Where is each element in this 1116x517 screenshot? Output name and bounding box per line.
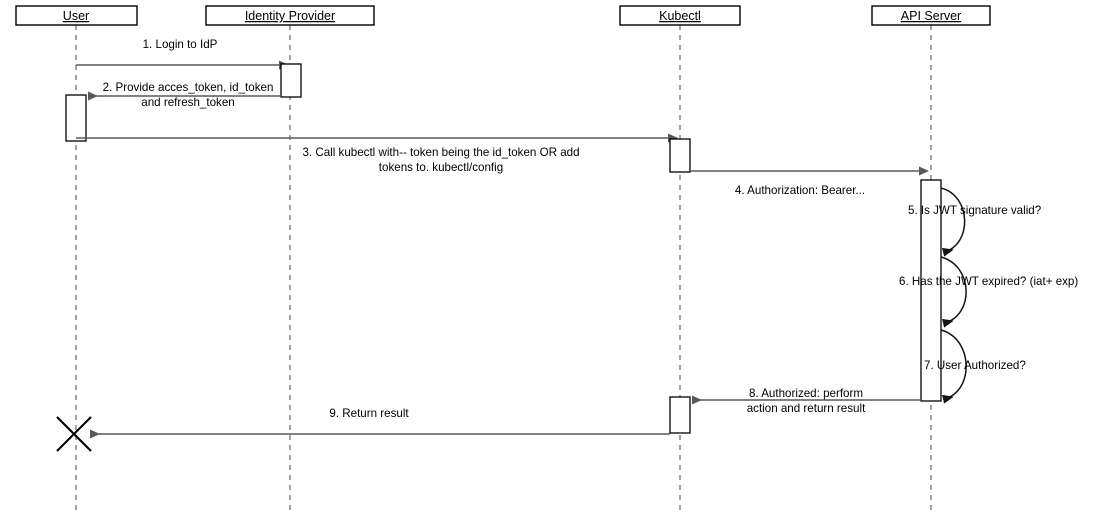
- lifeline-identity-provider[interactable]: Identity Provider: [205, 5, 375, 512]
- message-7-arc: [940, 329, 967, 404]
- message-4-authorization-bearer[interactable]: 4. Authorization: Bearer...: [690, 166, 929, 197]
- lifeline-box-api-server[interactable]: [871, 5, 991, 26]
- activation-bar-identity-provider[interactable]: [280, 63, 302, 98]
- activation-bar-api-server[interactable]: [920, 179, 942, 402]
- lifeline-label-user: User: [63, 9, 89, 23]
- message-2-label-line-2: and refresh_token: [141, 96, 234, 109]
- terminator-x-user: [56, 416, 92, 452]
- message-1-login-to-idp[interactable]: 1. Login to IdP: [76, 38, 289, 70]
- lifeline-label-kubectl: Kubectl: [659, 9, 701, 23]
- message-3-call-kubectl[interactable]: 3. Call kubectl with-- token being the i…: [76, 133, 678, 174]
- activation-bar-user[interactable]: [65, 94, 87, 142]
- message-6-arc: [940, 256, 967, 328]
- message-8-label-line-2: action and return result: [747, 402, 866, 415]
- lifeline-box-kubectl[interactable]: [619, 5, 741, 26]
- lifeline-kubectl[interactable]: Kubectl: [619, 5, 741, 512]
- lifeline-box-user[interactable]: [15, 5, 138, 26]
- lifeline-label-api-server: API Server: [901, 9, 961, 23]
- message-6-has-jwt-expired[interactable]: 6. Has the JWT expired? (iat+ exp): [899, 256, 1078, 328]
- message-7-label: 7. User Authorized?: [924, 359, 1026, 372]
- message-8-authorized-perform-action[interactable]: 8. Authorized: perform action and return…: [692, 387, 921, 415]
- activation-bar-kubectl-second[interactable]: [669, 396, 691, 434]
- message-2-label-line-1: 2. Provide acces_token, id_token: [103, 81, 274, 94]
- message-3-label-line-1: 3. Call kubectl with-- token being the i…: [302, 146, 579, 159]
- message-5-is-jwt-signature-valid[interactable]: 5. Is JWT signature valid?: [908, 187, 1042, 257]
- message-1-label: 1. Login to IdP: [143, 38, 218, 51]
- lifeline-box-identity-provider[interactable]: [205, 5, 375, 26]
- lifeline-label-identity-provider: Identity Provider: [245, 9, 335, 23]
- message-7-user-authorized[interactable]: 7. User Authorized?: [924, 329, 1026, 404]
- message-5-arc: [940, 187, 966, 257]
- activation-bar-kubectl-first[interactable]: [669, 138, 691, 173]
- message-9-return-result[interactable]: 9. Return result: [90, 407, 670, 439]
- message-2-provide-tokens[interactable]: 2. Provide acces_token, id_token and ref…: [88, 81, 281, 109]
- message-3-label-line-2: tokens to. kubectl/config: [379, 161, 503, 174]
- message-9-label: 9. Return result: [329, 407, 409, 420]
- message-8-label-line-1: 8. Authorized: perform: [749, 387, 863, 400]
- terminator-x-stroke-2: [56, 416, 92, 452]
- message-4-label: 4. Authorization: Bearer...: [735, 184, 865, 197]
- message-5-label: 5. Is JWT signature valid?: [908, 204, 1042, 217]
- message-6-label: 6. Has the JWT expired? (iat+ exp): [899, 275, 1078, 288]
